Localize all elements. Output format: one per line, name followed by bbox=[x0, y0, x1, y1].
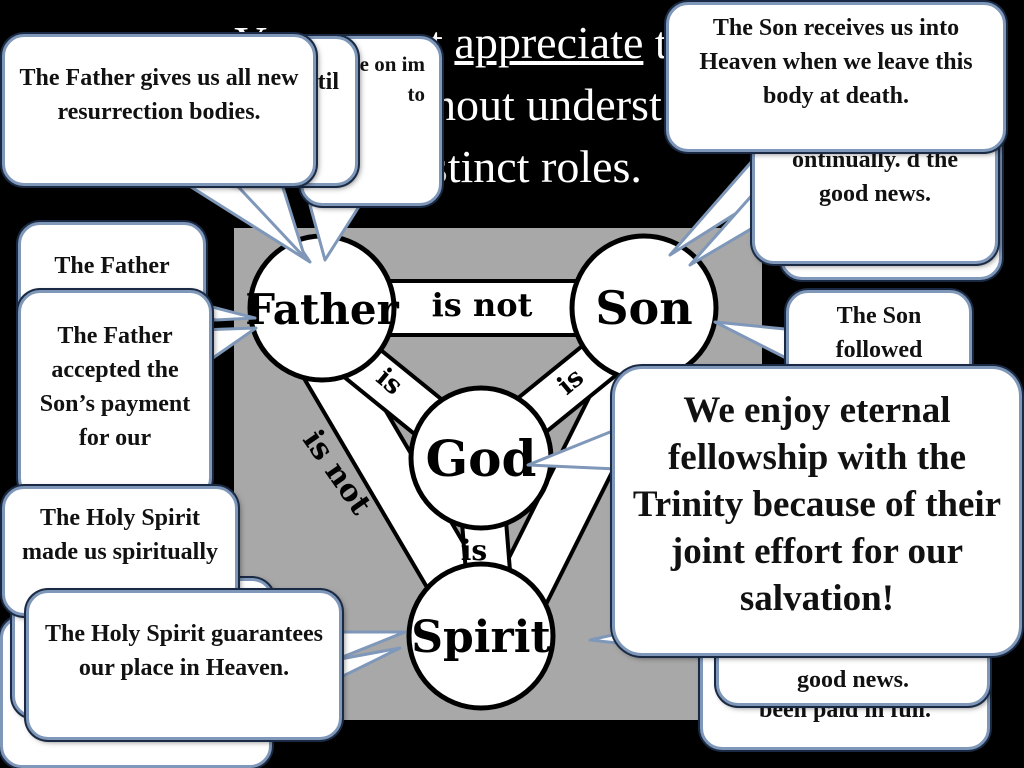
bubble-father-accepted: The Father accepted the Son’s payment fo… bbox=[18, 290, 212, 500]
title-underlined-word: appreciate bbox=[454, 17, 644, 68]
spirit-node bbox=[406, 561, 556, 711]
bubble-spirit-guarantee: The Holy Spirit guarantees our place in … bbox=[26, 590, 342, 740]
tail-son-followed bbox=[713, 320, 797, 362]
bubble-father-resurrection: The Father gives us all new resurrection… bbox=[2, 34, 316, 186]
bubble-son-heaven: The Son receives us into Heaven when we … bbox=[666, 2, 1006, 152]
son-label: Son bbox=[595, 281, 692, 335]
god-label: God bbox=[425, 429, 536, 488]
is-not-top-label: is not bbox=[432, 286, 533, 324]
father-label: Father bbox=[245, 285, 399, 334]
tail-hidden-2 bbox=[308, 203, 362, 262]
shield-band bbox=[269, 283, 689, 673]
spirit-label: Spirit bbox=[411, 612, 551, 663]
bubble-eternal-fellowship: We enjoy eternal fellowship with the Tri… bbox=[612, 366, 1022, 656]
is-label-3: is bbox=[461, 534, 487, 567]
